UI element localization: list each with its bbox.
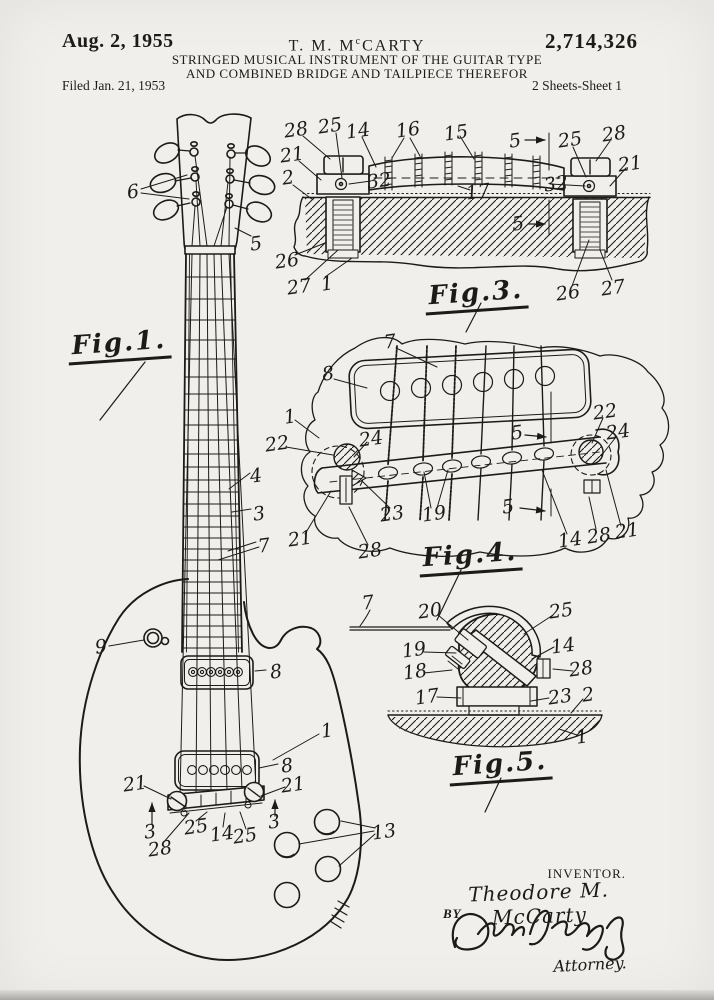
- inventor-name-header: T. M. McCARTY: [288, 36, 426, 55]
- ref-numeral-17: 17: [413, 684, 441, 710]
- ref-numeral-25: 25: [547, 598, 575, 624]
- inventor-signature-name: Theodore M. McCarty: [467, 877, 610, 930]
- ref-numeral-23: 23: [546, 684, 574, 710]
- ref-numeral-13: 13: [370, 819, 398, 845]
- ref-numeral-14: 14: [556, 527, 584, 553]
- ref-numeral-28: 28: [567, 656, 595, 682]
- ref-numeral-32: 32: [365, 168, 393, 194]
- ref-numeral-28: 28: [585, 523, 613, 549]
- scan-edge-shadow: [0, 990, 714, 1000]
- ref-numeral-25: 25: [231, 823, 259, 849]
- fig3-section: [292, 132, 651, 333]
- ref-numeral-27: 27: [285, 274, 313, 300]
- ref-numeral-28: 28: [282, 117, 310, 143]
- by-label: BY: [443, 906, 462, 921]
- fig5-cross-section: [349, 605, 603, 813]
- patent-date: Aug. 2, 1955: [62, 30, 174, 52]
- ref-numeral-14: 14: [344, 118, 372, 144]
- filed-date: Filed Jan. 21, 1953: [62, 78, 166, 93]
- attorney-signature: [451, 909, 625, 961]
- ref-numeral-22: 22: [263, 431, 291, 457]
- figure-label: Fig.1.: [66, 324, 172, 366]
- ref-numeral-27: 27: [599, 275, 627, 301]
- fig4-perspective: [285, 337, 670, 621]
- ref-numeral-15: 15: [442, 120, 470, 146]
- ref-numeral-21: 21: [616, 151, 644, 177]
- ref-numeral-25: 25: [182, 814, 210, 840]
- ref-numeral-14: 14: [549, 633, 577, 659]
- ref-numeral-21: 21: [121, 771, 149, 797]
- figure-label: Fig.3.: [423, 274, 529, 316]
- inventor-heading: INVENTOR.: [547, 866, 626, 881]
- ref-numeral-26: 26: [273, 248, 301, 274]
- ref-numeral-28: 28: [356, 538, 384, 564]
- sheet-count: 2 Sheets-Sheet 1: [532, 78, 622, 93]
- figure-label: Fig.4.: [417, 536, 523, 578]
- ref-numeral-32: 32: [542, 171, 570, 197]
- ref-numeral-21: 21: [278, 142, 306, 168]
- ref-numeral-26: 26: [554, 280, 582, 306]
- fig1-guitar: [78, 113, 376, 961]
- ref-numeral-25: 25: [556, 127, 584, 153]
- figure-label: Fig.5.: [447, 745, 553, 787]
- ref-numeral-16: 16: [394, 117, 422, 143]
- ref-numeral-23: 23: [378, 501, 406, 527]
- ref-numeral-20: 20: [416, 598, 444, 624]
- ref-numeral-18: 18: [401, 659, 429, 685]
- ref-numeral-28: 28: [600, 121, 628, 147]
- ref-numeral-17: 17: [464, 179, 492, 205]
- ref-numeral-24: 24: [604, 419, 632, 445]
- ref-numeral-21: 21: [613, 518, 641, 544]
- ref-numeral-21: 21: [286, 526, 314, 552]
- ref-numeral-25: 25: [316, 113, 344, 139]
- patent-title-line1: STRINGED MUSICAL INSTRUMENT OF THE GUITA…: [171, 52, 543, 67]
- ref-numeral-28: 28: [146, 836, 174, 862]
- patent-title-line2: AND COMBINED BRIDGE AND TAILPIECE THEREF…: [186, 66, 528, 81]
- ref-numeral-21: 21: [279, 772, 307, 798]
- ref-numeral-14: 14: [208, 821, 236, 847]
- ref-numeral-24: 24: [357, 426, 385, 452]
- patent-number: 2,714,326: [545, 29, 638, 53]
- ref-numeral-19: 19: [420, 501, 448, 527]
